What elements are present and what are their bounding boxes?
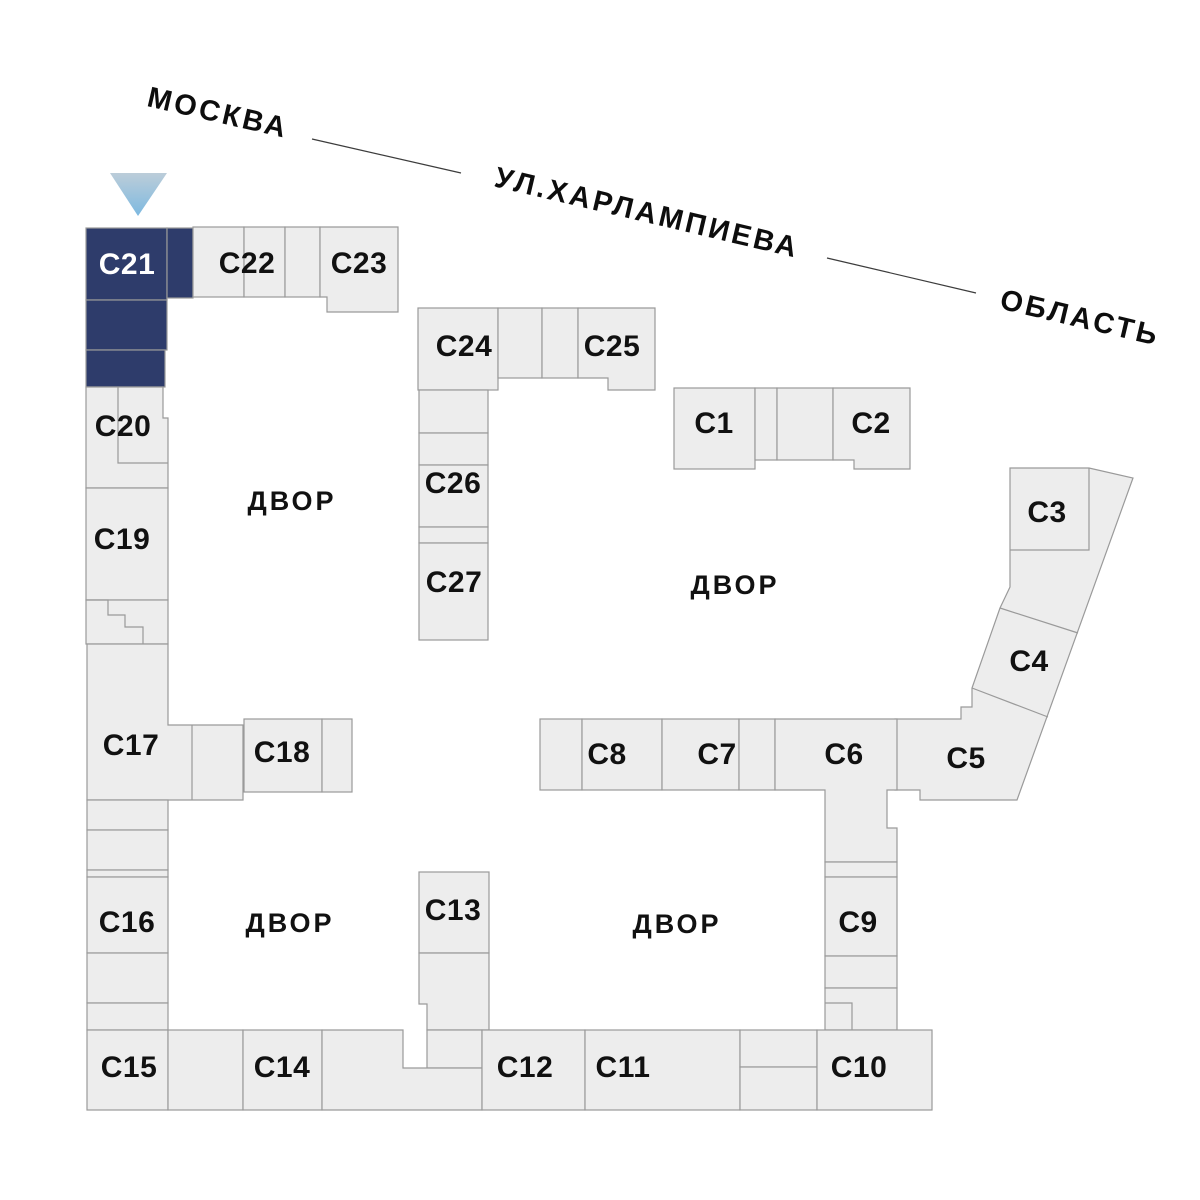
street-line-left — [311, 138, 462, 174]
block-c27[interactable] — [418, 542, 489, 641]
block-c19[interactable] — [85, 487, 169, 601]
block-c23[interactable] — [319, 226, 399, 313]
block-c25[interactable] — [577, 307, 656, 391]
building-segment — [776, 387, 834, 461]
block-c6[interactable] — [774, 718, 898, 863]
building-segment — [418, 526, 489, 544]
courtyard-label-1: ДВОР — [247, 486, 336, 516]
block-c15[interactable] — [86, 1029, 169, 1111]
block-c1[interactable] — [673, 387, 756, 470]
building-segment — [497, 307, 543, 379]
building-segment — [426, 1029, 483, 1069]
building-segment — [824, 987, 898, 1031]
block-c16[interactable] — [86, 876, 169, 954]
block-c14[interactable] — [242, 1029, 323, 1111]
building-segment — [738, 718, 776, 791]
block-c26[interactable] — [418, 464, 489, 528]
building-segment — [539, 718, 583, 791]
block-c8[interactable] — [581, 718, 663, 791]
block-c18[interactable] — [243, 718, 323, 793]
building-segment — [86, 799, 169, 831]
street-label-name: УЛ.ХАРЛАМПИЕВА — [492, 162, 803, 265]
street-label-oblast: ОБЛАСТЬ — [997, 284, 1163, 353]
building-segment — [418, 952, 490, 1031]
block-c21[interactable] — [85, 227, 194, 388]
building-segment-stairs — [85, 599, 169, 645]
block-c10[interactable] — [816, 1029, 933, 1111]
building-segment — [86, 1002, 169, 1031]
building-segment — [418, 389, 489, 434]
block-c7[interactable] — [661, 718, 740, 791]
street-line-right — [826, 257, 977, 294]
building-segment — [86, 952, 169, 1004]
courtyard-label-4: ДВОР — [632, 909, 721, 939]
building-segment — [824, 955, 898, 989]
building-segment — [321, 718, 353, 793]
building-segment — [418, 432, 489, 466]
courtyard-labels: ДВОР ДВОР ДВОР ДВОР — [245, 486, 779, 939]
selected-building-marker-icon — [110, 173, 167, 216]
block-c20[interactable] — [85, 386, 169, 489]
building-segment — [284, 226, 321, 298]
block-c24[interactable] — [417, 307, 499, 391]
building-segment — [86, 829, 169, 871]
courtyard-label-2: ДВОР — [690, 570, 779, 600]
street-label-moscow: МОСКВА — [144, 81, 291, 145]
building-segment — [739, 1066, 818, 1111]
building-segment — [86, 869, 169, 878]
block-c17[interactable] — [86, 643, 244, 801]
block-c11[interactable] — [584, 1029, 741, 1111]
block-band-c3-c4-c5[interactable] — [894, 467, 1134, 801]
block-c2[interactable] — [832, 387, 911, 470]
block-c13[interactable] — [418, 871, 490, 954]
block-c12[interactable] — [481, 1029, 586, 1111]
block-c9[interactable] — [824, 876, 898, 957]
building-segment — [824, 861, 898, 878]
courtyard-label-3: ДВОР — [245, 908, 334, 938]
building-segment — [754, 387, 778, 461]
building-segment — [541, 307, 579, 379]
block-c22[interactable] — [192, 226, 286, 298]
building-segment — [167, 1029, 244, 1111]
building-segment — [739, 1029, 818, 1068]
